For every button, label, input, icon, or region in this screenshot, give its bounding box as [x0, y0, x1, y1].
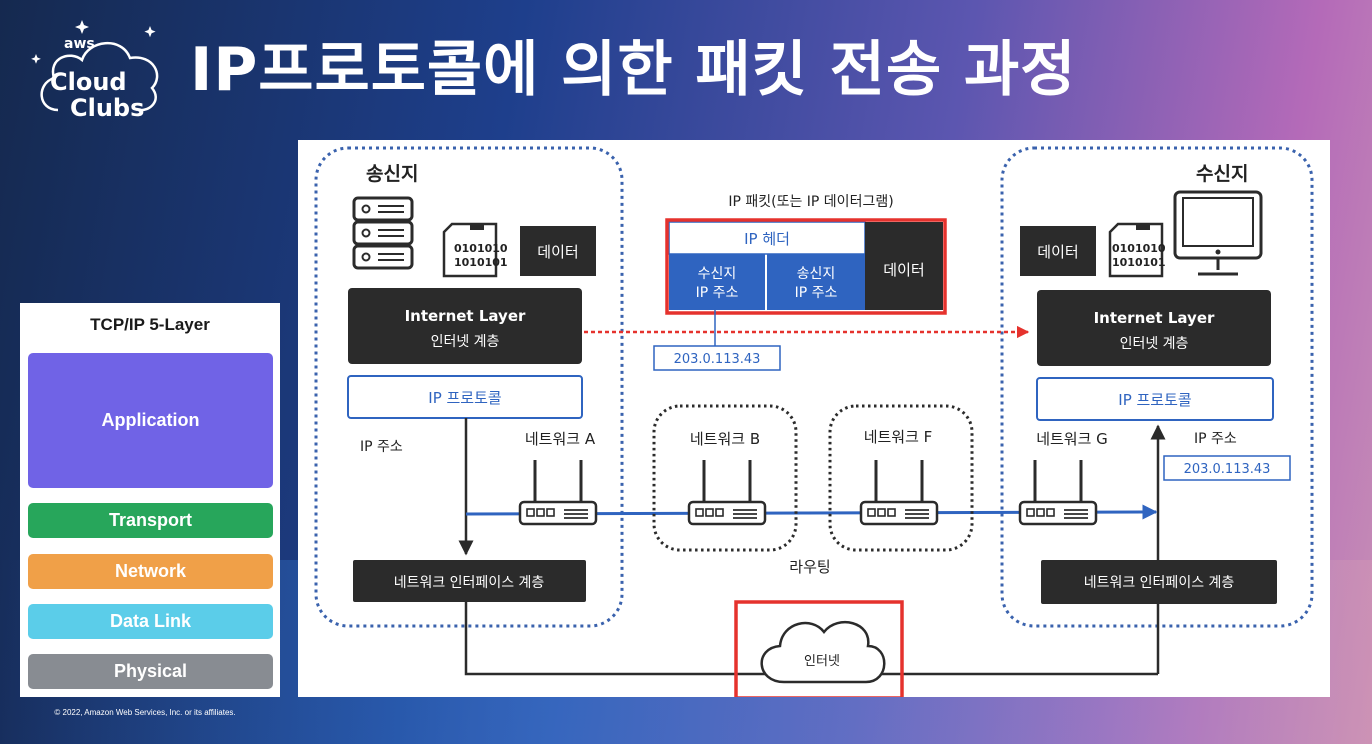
- internet-label: 인터넷: [804, 654, 840, 669]
- sender-internet-layer-en: Internet Layer: [405, 307, 526, 325]
- sender-internet-layer-ko: 인터넷 계층: [431, 334, 500, 350]
- sender-binary-line1: 0101010: [454, 242, 508, 255]
- sender-data-block: [520, 226, 596, 276]
- logo-cloud-outline: [40, 41, 159, 112]
- receiver-label: 수신지: [1196, 163, 1248, 185]
- packet-transfer-diagram: 송신지 0101010 1010101 데이터 Internet Layer 인…: [298, 140, 1330, 697]
- layer-data-link: Data Link: [28, 604, 273, 639]
- sender-label: 송신지: [366, 163, 418, 185]
- receiver-nic-label: 네트워크 인터페이스 계층: [1084, 575, 1235, 591]
- network-f-label: 네트워크 F: [864, 428, 933, 446]
- copyright-notice: © 2022, Amazon Web Services, Inc. or its…: [54, 708, 236, 717]
- receiver-internet-layer-en: Internet Layer: [1094, 309, 1215, 327]
- network-g-label: 네트워크 G: [1036, 430, 1108, 448]
- packet-ip-box: [653, 345, 781, 371]
- network-a-label: 네트워크 A: [525, 430, 596, 448]
- server-icon: [352, 196, 414, 270]
- network-b-boundary: [652, 404, 798, 552]
- monitor-icon: [1173, 190, 1263, 276]
- receiver-binary-line2: 1010101: [1112, 256, 1166, 269]
- packet-data-block: [865, 222, 943, 310]
- internet-highlight: [734, 600, 904, 697]
- cloud-clubs-logo: aws Cloud Clubs: [31, 20, 159, 122]
- layer-panel-title: TCP/IP 5-Layer: [90, 315, 210, 334]
- layer-application: Application: [28, 353, 273, 488]
- sender-ip-protocol-label: IP 프로토콜: [428, 389, 501, 407]
- sender-ip-label: IP 주소: [360, 439, 403, 455]
- packet-highlight: [665, 218, 947, 315]
- sender-boundary: [314, 146, 624, 628]
- receiver-data-label: 데이터: [1037, 243, 1078, 261]
- packet-header-label: IP 헤더: [744, 230, 790, 248]
- packet-dest-block: [669, 254, 765, 310]
- receiver-binary-line1: 0101010: [1112, 242, 1166, 255]
- receiver-nic-layer: [1041, 560, 1277, 604]
- sparkle-icon: [75, 20, 89, 34]
- receiver-internet-layer: [1037, 290, 1271, 366]
- packet-src-block: [767, 254, 865, 310]
- network-b-label: 네트워크 B: [690, 430, 760, 448]
- sender-nic-label: 네트워크 인터페이스 계층: [394, 575, 545, 591]
- packet-src-line2: IP 주소: [795, 285, 838, 301]
- logo-line1: Cloud: [50, 68, 127, 96]
- sender-nic-layer: [353, 560, 586, 602]
- receiver-ip-protocol: [1036, 377, 1274, 421]
- receiver-ip-box: [1163, 455, 1291, 481]
- receiver-ip-protocol-label: IP 프로토콜: [1118, 391, 1191, 409]
- binary-file-icon: 0101010 1010101: [442, 222, 508, 278]
- receiver-data-block: [1020, 226, 1096, 276]
- cloud-icon: [760, 620, 886, 684]
- packet-dest-line2: IP 주소: [696, 285, 739, 301]
- logo-line2: Clubs: [70, 94, 144, 122]
- packet-data-label: 데이터: [883, 261, 924, 279]
- sender-data-label: 데이터: [537, 243, 578, 261]
- logo-aws-text: aws: [64, 36, 95, 52]
- network-f-boundary: [828, 404, 974, 552]
- packet-ip-value: 203.0.113.43: [674, 352, 761, 367]
- receiver-ip-label: IP 주소: [1194, 431, 1237, 447]
- layer-network: Network: [28, 554, 273, 589]
- routing-label: 라우팅: [789, 558, 830, 576]
- receiver-internet-layer-ko: 인터넷 계층: [1120, 336, 1189, 352]
- receiver-ip-value: 203.0.113.43: [1184, 462, 1271, 477]
- packet-src-line1: 송신지: [797, 266, 836, 282]
- tcp-ip-layer-panel: TCP/IP 5-Layer Application Transport Net…: [20, 303, 280, 697]
- layer-physical: Physical: [28, 654, 273, 689]
- sparkle-icon: [31, 54, 41, 64]
- packet-caption: IP 패킷(또는 IP 데이터그램): [728, 194, 893, 210]
- sparkle-icon: [144, 26, 156, 38]
- sender-internet-layer: [348, 288, 582, 364]
- receiver-binary-file-icon: 0101010 1010101: [1108, 222, 1166, 278]
- sender-binary-line2: 1010101: [454, 256, 508, 269]
- page-title: IP프로토콜에 의한 패킷 전송 과정: [190, 35, 1077, 105]
- internet-link: [464, 602, 1158, 676]
- packet-dest-line1: 수신지: [698, 266, 737, 282]
- layer-transport: Transport: [28, 503, 273, 538]
